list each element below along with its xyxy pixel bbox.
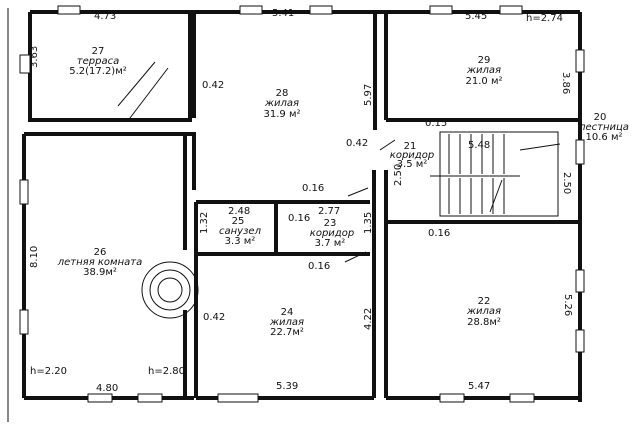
room-name: санузел (219, 226, 262, 237)
door-leaf (347, 187, 369, 197)
dimension-label: 4.73 (94, 11, 116, 22)
dimension-label: 3.63 (29, 46, 40, 68)
height-label: h=2.74 (526, 13, 563, 24)
spiral-stair (141, 261, 199, 319)
room-area: 10.6 м² (586, 132, 623, 143)
window (87, 393, 113, 403)
dimension-label: 0.16 (288, 213, 310, 224)
room-number: 27 (92, 46, 105, 57)
room-area: 3.7 м² (315, 238, 346, 249)
dimension-label: 2.50 (393, 164, 404, 186)
spiral-outer (141, 261, 199, 319)
dimension-label: 1.35 (363, 212, 374, 234)
dimension-label: 5.48 (468, 140, 490, 151)
stair-arrow (489, 179, 503, 213)
door-leaf (344, 251, 367, 263)
room-name: жилая (466, 65, 501, 76)
stair-outline (439, 131, 559, 217)
room-number: 21 (404, 141, 417, 152)
window (575, 269, 585, 293)
dimension-label: 0.42 (203, 312, 225, 323)
room-number: 23 (324, 218, 337, 229)
dimension-labels: 4.73 5.41 5.45 h=2.74 3.63 0.42 5.97 0.4… (29, 8, 573, 394)
dimension-label: 0.15 (425, 118, 447, 129)
room-area: 38.9м² (83, 267, 117, 278)
window (509, 393, 535, 403)
doors (344, 139, 396, 263)
dimension-label: 0.16 (428, 228, 450, 239)
door-leaf (379, 139, 396, 151)
dimension-label: 5.45 (465, 11, 487, 22)
height-label: h=2.20 (30, 366, 67, 377)
room-number: 24 (281, 307, 294, 318)
window (439, 393, 465, 403)
room-area: 31.9 м² (264, 109, 301, 120)
room-name: коридор (390, 150, 434, 161)
dimension-label: 0.16 (302, 183, 324, 194)
dimension-label: 2.48 (228, 206, 250, 217)
dimension-label: 3.86 (560, 72, 571, 94)
room-number: 25 (232, 216, 245, 227)
room-name: жилая (269, 317, 304, 328)
room-area: 5.2(17.2)м² (69, 66, 127, 77)
walls (7, 8, 582, 422)
room-number: 22 (478, 296, 491, 307)
terrace-stair (117, 61, 156, 107)
room-number: 29 (478, 55, 491, 66)
room-area: 22.7м² (270, 327, 304, 338)
dimension-label: 5.41 (272, 8, 294, 19)
room-name: терраса (77, 56, 119, 67)
window (239, 5, 263, 15)
room-name: жилая (264, 98, 299, 109)
window (575, 139, 585, 165)
dimension-label: 5.39 (276, 381, 298, 392)
window (217, 393, 259, 403)
room-area: 3.3 м² (225, 236, 256, 247)
window (575, 329, 585, 353)
terrace-stair (129, 67, 169, 119)
room-area: 3.5 м² (397, 159, 428, 170)
window (57, 5, 81, 15)
room-number: 20 (594, 112, 607, 123)
dimension-label: 8.10 (29, 246, 40, 268)
room-area: 21.0 м² (466, 76, 503, 87)
window (429, 5, 453, 15)
room-number: 26 (94, 247, 107, 258)
height-label: h=2.80 (148, 366, 185, 377)
spiral-mid (149, 269, 191, 311)
windows (19, 5, 585, 403)
dimension-label: 5.97 (363, 84, 374, 106)
summer-room-walls (24, 132, 196, 190)
room-name: жилая (466, 306, 501, 317)
dimension-label: 5.26 (562, 294, 573, 316)
room-name: коридор (310, 228, 354, 239)
room-area: 28.8м² (467, 317, 501, 328)
staircase (117, 61, 561, 217)
stair-arrow (519, 143, 561, 151)
window (19, 309, 29, 335)
window (19, 179, 29, 205)
window (19, 54, 31, 74)
dimension-label: 5.47 (468, 381, 490, 392)
window (309, 5, 333, 15)
dimension-label: 0.42 (202, 80, 224, 91)
spiral-inner (157, 277, 183, 303)
room-name: лестница (578, 122, 629, 133)
dimension-label: 4.80 (96, 383, 118, 394)
room-labels: 27 терраса 5.2(17.2)м² 28 жилая 31.9 м² … (57, 46, 629, 338)
window (499, 5, 523, 15)
dimension-label: 4.22 (363, 308, 374, 330)
dimension-label: 2.50 (561, 172, 572, 194)
window (575, 49, 585, 73)
window (137, 393, 163, 403)
dimension-label: 0.42 (346, 138, 368, 149)
dimension-label: 0.16 (308, 261, 330, 272)
room-number: 28 (276, 88, 289, 99)
dimension-label: 2.77 (318, 206, 340, 217)
dimension-label: 1.32 (199, 212, 210, 234)
room-name: летняя комната (57, 257, 142, 268)
